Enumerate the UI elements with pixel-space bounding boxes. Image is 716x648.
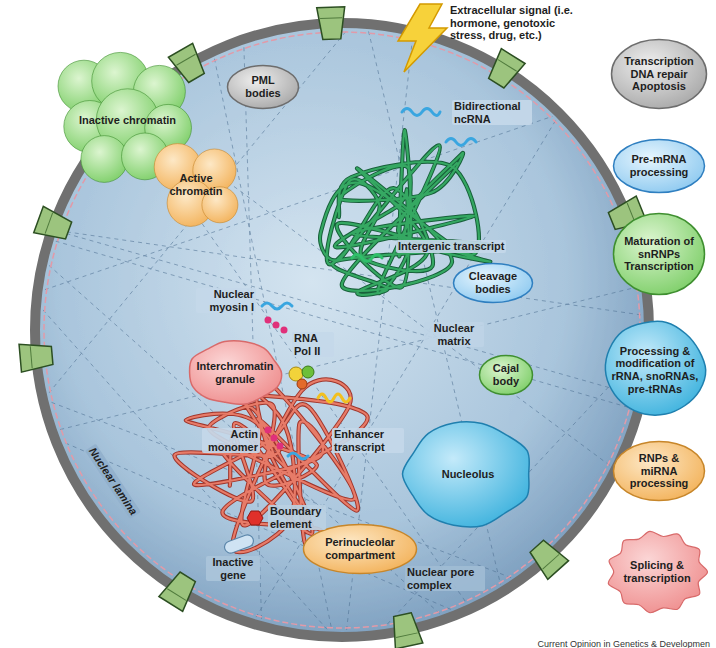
callout-label: RNA Pol II bbox=[292, 332, 334, 357]
body-label: Splicing & transcription bbox=[611, 559, 703, 584]
lamina-label: Nuclear lamina bbox=[85, 443, 141, 519]
label-holder: RNA Pol II bbox=[292, 332, 334, 359]
text-holder: Cleavage bodies bbox=[460, 270, 527, 295]
nuclear-envelope bbox=[35, 23, 649, 637]
nucleolus-body: Nucleolus bbox=[400, 418, 536, 530]
body-label: Nucleolus bbox=[412, 468, 524, 481]
chromatin-label: Inactive chromatin bbox=[68, 114, 187, 127]
function-key: Maturation of snRNPs Transcription bbox=[612, 212, 706, 296]
nuclear-matrix-lines bbox=[43, 30, 642, 630]
callout-label: Intergenic transcript bbox=[396, 240, 506, 253]
text-holder: Transcription DNA repair Apoptosis bbox=[617, 55, 701, 93]
callout-label: Boundary element bbox=[268, 505, 326, 530]
body-label: Perinucleolar compartment bbox=[313, 536, 408, 561]
function-key: Processing & modification of rRNA, snoRN… bbox=[600, 318, 710, 422]
label-holder: Nuclear pore complex bbox=[405, 566, 485, 593]
callout-label: Actin monomer bbox=[202, 428, 260, 453]
region-label: Nuclear matrix bbox=[424, 322, 484, 347]
callout-label: Nuclear myosin I bbox=[196, 288, 256, 313]
nucleus-outline: Nuclear matrixNuclear lamina PML bodiesIn… bbox=[30, 18, 654, 642]
nuclear-pores bbox=[19, 7, 661, 648]
signal-bolt bbox=[398, 4, 447, 72]
text-holder: Processing & modification of rRNA, snoRN… bbox=[607, 345, 703, 396]
label-holder: Inactive gene bbox=[206, 556, 260, 583]
chromatin-cluster: Active chromatin bbox=[150, 140, 242, 230]
nuclear-body: Cajal body bbox=[478, 354, 534, 396]
nuclear-body: Cleavage bodies bbox=[452, 262, 534, 304]
body-label: Processing & modification of rRNA, snoRN… bbox=[607, 345, 703, 396]
body-label: Pre-mRNA processing bbox=[619, 153, 699, 178]
text-holder: Pre-mRNA processing bbox=[619, 153, 699, 178]
text-holder: Cajal body bbox=[483, 362, 529, 387]
lamina-line bbox=[44, 32, 640, 628]
callout-label: Inactive gene bbox=[206, 556, 260, 581]
body-label: RNPs & miRNA processing bbox=[619, 452, 699, 490]
chromatin-label: Active chromatin bbox=[159, 172, 234, 197]
body-label: Maturation of snRNPs Transcription bbox=[619, 235, 699, 273]
body-label: Cleavage bodies bbox=[460, 270, 527, 295]
function-key: Pre-mRNA processing bbox=[612, 138, 706, 194]
function-key: Transcription DNA repair Apoptosis bbox=[610, 38, 708, 110]
text-holder: RNPs & miRNA processing bbox=[619, 452, 699, 490]
callout-label: Enhancer transcript bbox=[332, 428, 404, 453]
body-label: Interchromatin granule bbox=[194, 360, 276, 385]
text-holder: Splicing & transcription bbox=[611, 559, 703, 584]
function-key: RNPs & miRNA processing bbox=[612, 440, 706, 502]
nuclear-body: Interchromatin granule bbox=[185, 338, 285, 408]
label-holder: Enhancer transcript bbox=[332, 428, 404, 455]
body-label: Transcription DNA repair Apoptosis bbox=[617, 55, 701, 93]
text-holder: Maturation of snRNPs Transcription bbox=[619, 235, 699, 273]
nuclear-body: PML bodies bbox=[226, 64, 300, 110]
text-holder: Nuclear lamina bbox=[78, 432, 150, 529]
text-holder: Inactive chromatin bbox=[68, 114, 187, 127]
label-holder: Bidirectional ncRNA bbox=[452, 100, 532, 127]
text-holder: Nucleolus bbox=[412, 468, 524, 481]
function-key: Splicing & transcription bbox=[604, 528, 710, 616]
label-holder: Actin monomer bbox=[202, 428, 260, 455]
label-holder: Nuclear myosin I bbox=[196, 288, 256, 315]
callout-label: Extracellular signal (i.e. hormone, geno… bbox=[450, 4, 588, 42]
text-holder: Perinucleolar compartment bbox=[313, 536, 408, 561]
label-holder: Current Opinion in Genetics & Developmen bbox=[498, 633, 710, 648]
text-holder: Active chromatin bbox=[159, 172, 234, 197]
label-holder: Boundary element bbox=[268, 505, 326, 532]
body-label: PML bodies bbox=[233, 74, 294, 99]
label-holder: Intergenic transcript bbox=[396, 236, 518, 254]
nucleoplasm bbox=[37, 25, 647, 635]
label-holder: Extracellular signal (i.e. hormone, geno… bbox=[450, 4, 588, 43]
text-holder: PML bodies bbox=[233, 74, 294, 99]
text-holder: Nuclear matrix bbox=[424, 322, 484, 349]
callout-label: Nuclear pore complex bbox=[405, 566, 485, 591]
nuclear-body: Perinucleolar compartment bbox=[302, 523, 418, 575]
body-label: Cajal body bbox=[483, 362, 529, 387]
text-holder: Interchromatin granule bbox=[194, 360, 276, 385]
source-credit: Current Opinion in Genetics & Developmen bbox=[537, 639, 710, 648]
callout-label: Bidirectional ncRNA bbox=[452, 100, 532, 125]
